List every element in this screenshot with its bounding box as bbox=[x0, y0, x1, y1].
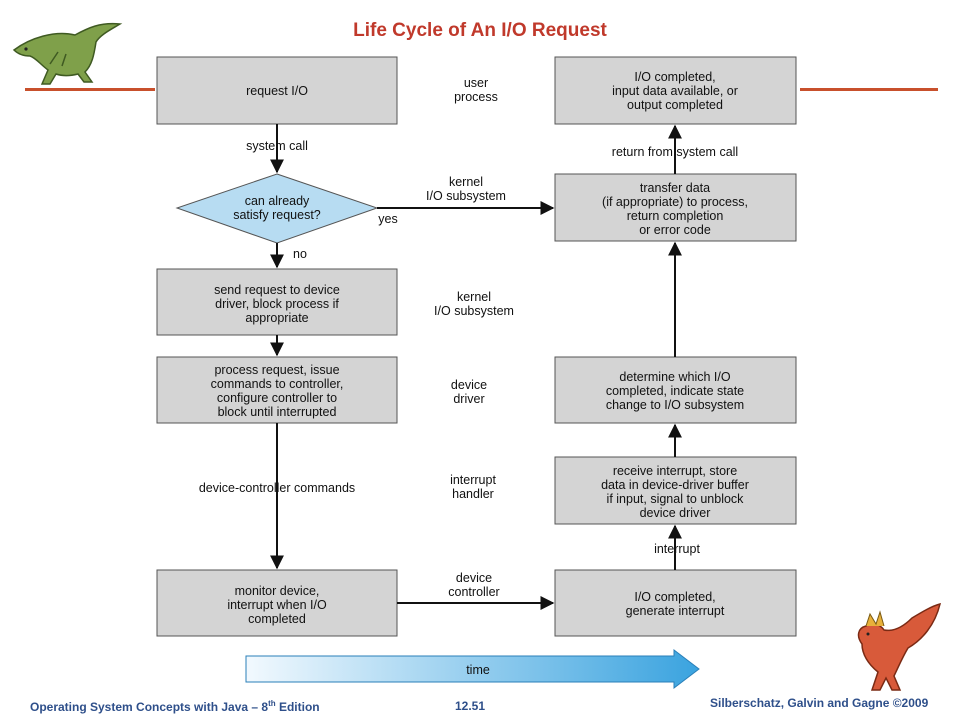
layer-user-process-1: user bbox=[464, 76, 488, 90]
process-request-box: process request, issue commands to contr… bbox=[156, 356, 398, 424]
svg-text:send request to device: send request to device bbox=[214, 283, 340, 297]
label-no: no bbox=[293, 247, 307, 261]
decision-diamond: can already satisfy request? bbox=[175, 173, 379, 244]
request-io-box: request I/O bbox=[156, 56, 398, 125]
label-return-from-system-call: return from system call bbox=[612, 145, 738, 159]
svg-text:change to I/O subsystem: change to I/O subsystem bbox=[606, 398, 744, 412]
svg-text:satisfy request?: satisfy request? bbox=[233, 208, 321, 222]
svg-text:data in device-driver buffer: data in device-driver buffer bbox=[601, 478, 749, 492]
svg-text:I/O completed,: I/O completed, bbox=[634, 590, 715, 604]
svg-text:monitor device,: monitor device, bbox=[235, 584, 320, 598]
determine-which-box: determine which I/O completed, indicate … bbox=[554, 356, 797, 424]
red-dinosaur-icon bbox=[857, 602, 942, 691]
svg-text:completed: completed bbox=[248, 612, 306, 626]
svg-text:(if appropriate) to process,: (if appropriate) to process, bbox=[602, 195, 748, 209]
label-device-controller-commands: device-controller commands bbox=[199, 481, 355, 495]
svg-text:device driver: device driver bbox=[640, 506, 711, 520]
monitor-device-box: monitor device, interrupt when I/O compl… bbox=[156, 569, 398, 637]
io-completed-final-box: I/O completed, input data available, or … bbox=[554, 56, 797, 125]
page-number: 12.51 bbox=[455, 699, 486, 713]
svg-text:I/O completed,: I/O completed, bbox=[634, 70, 715, 84]
layer-device-controller-2: controller bbox=[448, 585, 499, 599]
slide-title: Life Cycle of An I/O Request bbox=[353, 20, 607, 41]
label-interrupt: interrupt bbox=[654, 542, 700, 556]
receive-interrupt-box: receive interrupt, store data in device-… bbox=[554, 456, 797, 525]
title-rule-left bbox=[25, 88, 155, 91]
io-completed-interrupt-box: I/O completed, generate interrupt bbox=[554, 569, 797, 637]
svg-text:if input, signal to unblock: if input, signal to unblock bbox=[607, 492, 745, 506]
svg-text:request I/O: request I/O bbox=[246, 84, 308, 98]
time-label: time bbox=[466, 663, 490, 677]
svg-text:can already: can already bbox=[245, 194, 310, 208]
transfer-data-box: transfer data (if appropriate) to proces… bbox=[554, 173, 797, 242]
layer-kernel-2b: I/O subsystem bbox=[434, 304, 514, 318]
svg-text:interrupt when I/O: interrupt when I/O bbox=[227, 598, 327, 612]
svg-text:output completed: output completed bbox=[627, 98, 723, 112]
footer-right: Silberschatz, Galvin and Gagne ©2009 bbox=[710, 696, 929, 710]
layer-user-process-2: process bbox=[454, 90, 498, 104]
svg-text:return completion: return completion bbox=[627, 209, 724, 223]
svg-text:determine which I/O: determine which I/O bbox=[619, 370, 730, 384]
layer-interrupt-handler-1: interrupt bbox=[450, 473, 496, 487]
svg-text:or error code: or error code bbox=[639, 223, 711, 237]
title-rule-right bbox=[800, 88, 938, 91]
layer-kernel-1a: kernel bbox=[449, 175, 483, 189]
layer-device-driver-2: driver bbox=[453, 392, 484, 406]
svg-text:generate interrupt: generate interrupt bbox=[626, 604, 725, 618]
svg-text:driver, block process if: driver, block process if bbox=[215, 297, 339, 311]
svg-text:process request, issue: process request, issue bbox=[214, 363, 339, 377]
layer-interrupt-handler-2: handler bbox=[452, 487, 494, 501]
svg-text:appropriate: appropriate bbox=[245, 311, 308, 325]
footer-left: Operating System Concepts with Java – 8t… bbox=[30, 699, 320, 714]
label-system-call: system call bbox=[246, 139, 308, 153]
layer-kernel-2a: kernel bbox=[457, 290, 491, 304]
layer-device-driver-1: device bbox=[451, 378, 487, 392]
flow-arrows bbox=[270, 124, 682, 610]
label-yes: yes bbox=[378, 212, 397, 226]
layer-kernel-1b: I/O subsystem bbox=[426, 189, 506, 203]
svg-text:transfer data: transfer data bbox=[640, 181, 710, 195]
svg-text:input data available, or: input data available, or bbox=[612, 84, 738, 98]
svg-text:receive interrupt, store: receive interrupt, store bbox=[613, 464, 737, 478]
svg-text:commands to controller,: commands to controller, bbox=[211, 377, 344, 391]
svg-text:configure controller to: configure controller to bbox=[217, 391, 337, 405]
send-request-box: send request to device driver, block pro… bbox=[156, 268, 398, 336]
svg-text:completed, indicate state: completed, indicate state bbox=[606, 384, 744, 398]
layer-device-controller-1: device bbox=[456, 571, 492, 585]
green-dinosaur-icon bbox=[12, 22, 123, 85]
svg-text:block until interrupted: block until interrupted bbox=[218, 405, 337, 419]
time-arrow: time bbox=[245, 648, 700, 690]
